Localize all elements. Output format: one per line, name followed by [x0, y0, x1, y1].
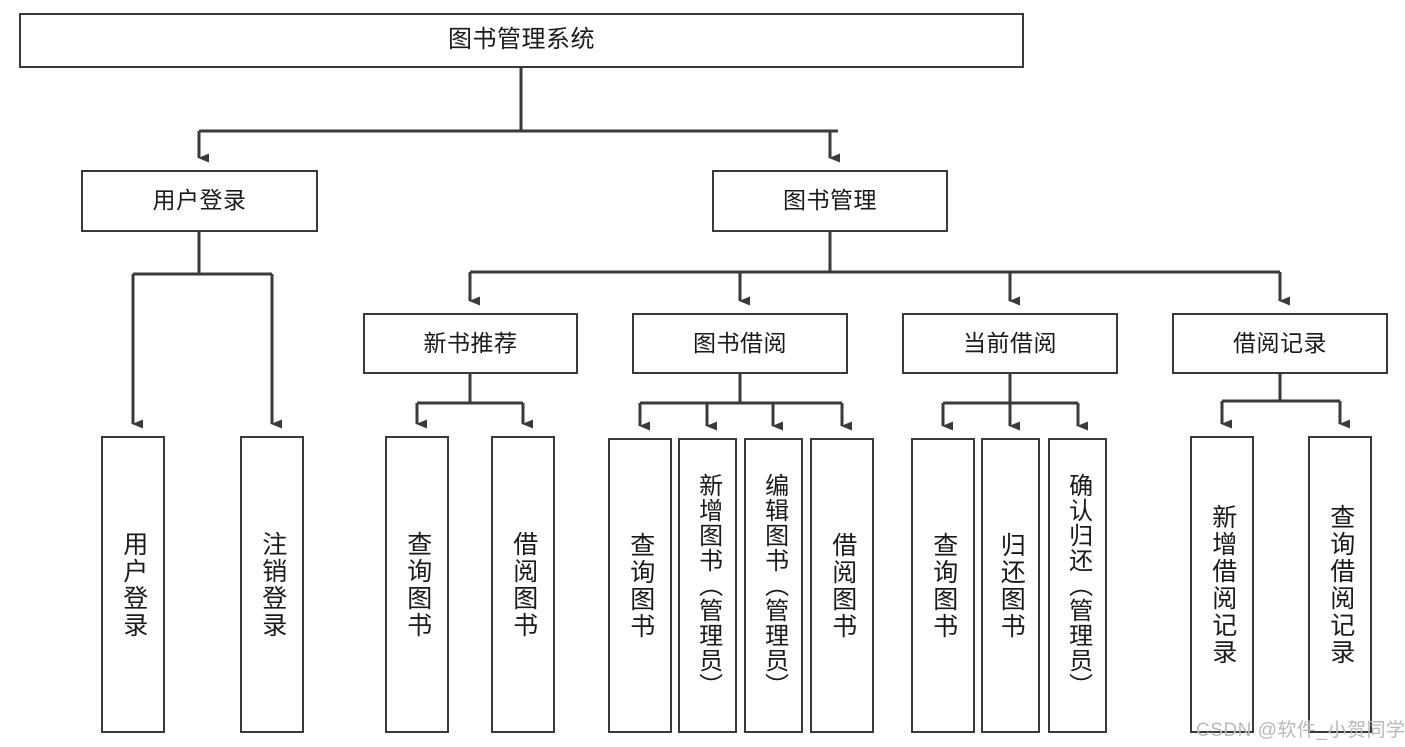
leaf-newbook-query-book[interactable]: 查询图书	[385, 436, 449, 733]
node-label: 图书管理系统	[448, 26, 595, 54]
node-user-login[interactable]: 用户登录	[81, 170, 318, 232]
node-label: 用户登录	[119, 530, 148, 639]
node-label: 查询图书	[626, 531, 655, 640]
leaf-current-return-book[interactable]: 归还图书	[981, 438, 1040, 733]
leaf-current-confirm-return-admin[interactable]: 确认归还（管理员）	[1048, 438, 1107, 733]
node-label: 归还图书	[997, 531, 1026, 640]
node-label: 借阅记录	[1233, 329, 1327, 356]
node-label: 编辑图书（管理员）	[760, 473, 788, 698]
leaf-borrow-lend-book[interactable]: 借阅图书	[810, 438, 874, 733]
leaf-borrow-add-book-admin[interactable]: 新增图书（管理员）	[678, 438, 737, 733]
leaf-records-query[interactable]: 查询借阅记录	[1308, 436, 1372, 733]
node-label: 新增借阅记录	[1208, 503, 1237, 666]
leaf-borrow-edit-book-admin[interactable]: 编辑图书（管理员）	[744, 438, 803, 733]
node-label: 新增图书（管理员）	[694, 473, 722, 698]
node-label: 借阅图书	[828, 531, 857, 640]
node-book-management[interactable]: 图书管理	[712, 170, 948, 232]
node-label: 查询图书	[403, 530, 432, 639]
node-label: 新书推荐	[423, 329, 518, 356]
node-label: 借阅图书	[509, 530, 538, 639]
leaf-current-query-book[interactable]: 查询图书	[911, 438, 975, 733]
node-label: 图书借阅	[693, 329, 787, 356]
leaf-user-login[interactable]: 用户登录	[101, 436, 165, 733]
node-root-system[interactable]: 图书管理系统	[19, 13, 1024, 68]
node-label: 用户登录	[152, 187, 247, 214]
leaf-user-logout[interactable]: 注销登录	[240, 436, 304, 733]
node-new-book-recommend[interactable]: 新书推荐	[363, 313, 578, 374]
leaf-newbook-borrow-book[interactable]: 借阅图书	[491, 436, 555, 733]
node-label: 查询借阅记录	[1326, 503, 1355, 666]
node-book-borrow[interactable]: 图书借阅	[632, 313, 848, 374]
node-label: 注销登录	[258, 530, 287, 639]
node-borrow-records[interactable]: 借阅记录	[1172, 313, 1388, 374]
leaf-records-add[interactable]: 新增借阅记录	[1190, 436, 1254, 733]
leaf-borrow-query-book[interactable]: 查询图书	[608, 438, 672, 733]
node-label: 查询图书	[929, 531, 958, 640]
node-current-borrow[interactable]: 当前借阅	[902, 313, 1118, 374]
node-label: 图书管理	[783, 187, 877, 214]
node-label: 确认归还（管理员）	[1064, 473, 1092, 698]
node-label: 当前借阅	[963, 329, 1057, 356]
